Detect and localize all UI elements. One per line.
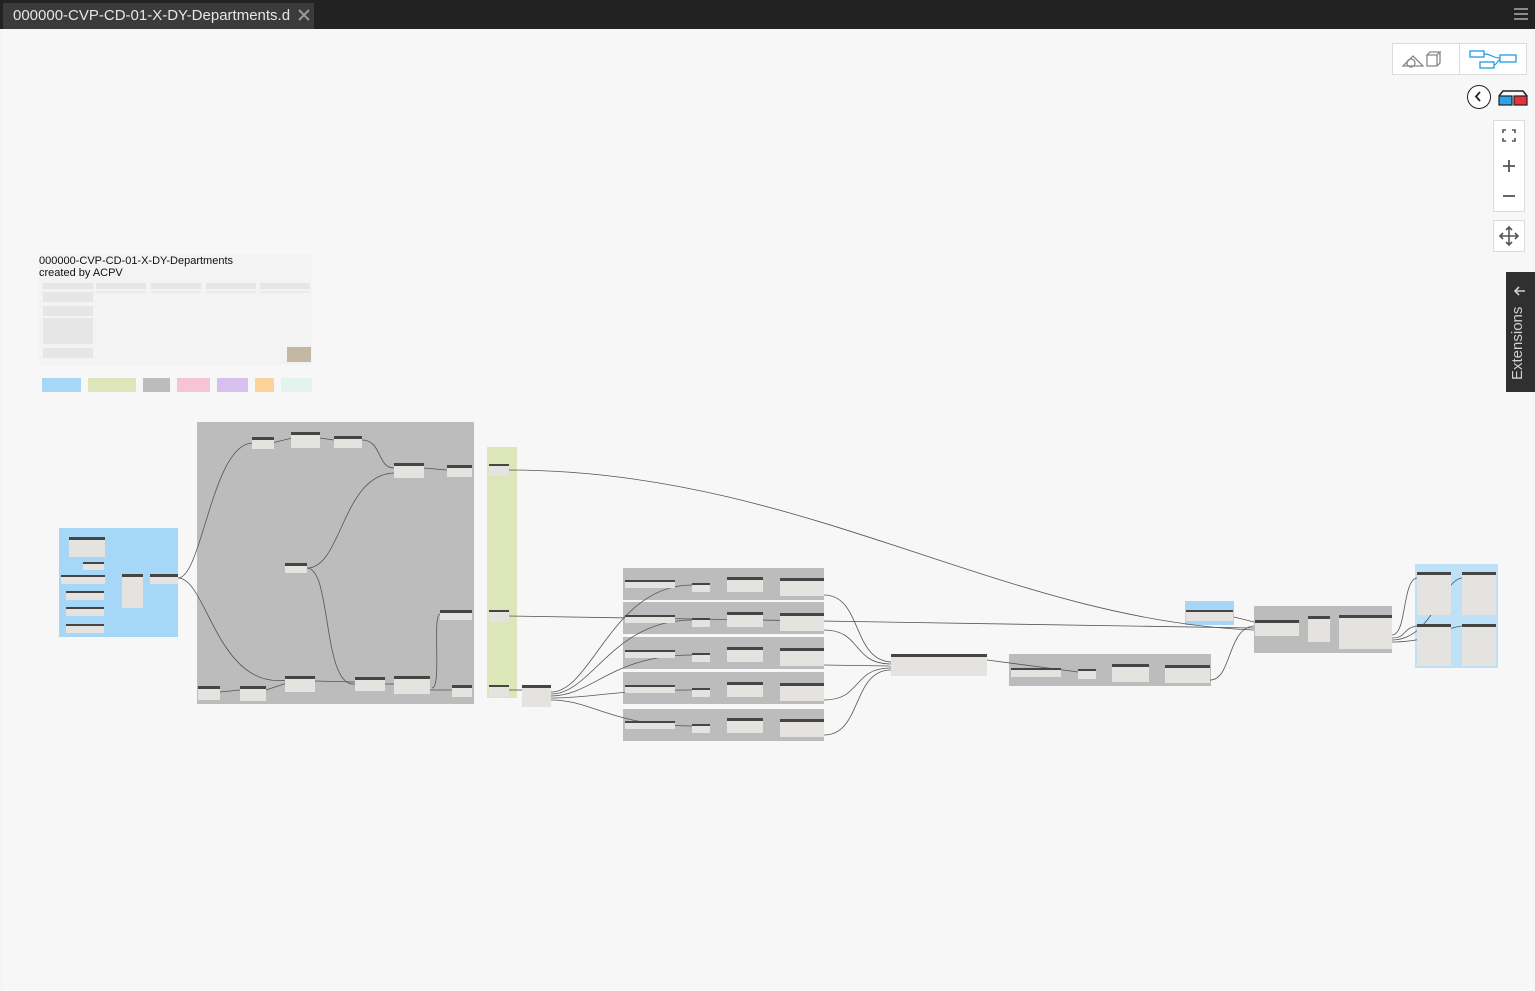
geometry-view-button[interactable] — [1393, 44, 1459, 74]
node-graph — [39, 255, 1498, 741]
processing-group[interactable] — [197, 422, 474, 704]
zoom-fit-button[interactable] — [1494, 121, 1524, 150]
pan-button[interactable] — [1493, 220, 1525, 252]
close-icon[interactable] — [296, 7, 312, 23]
graph-title: 000000-CVP-CD-01-X-DY-Departments — [39, 255, 234, 267]
workspace-canvas[interactable]: 000000-CVP-CD-01-X-DY-Departments create… — [2, 29, 1533, 991]
graph-nodes[interactable] — [61, 432, 1496, 737]
zoom-in-button[interactable] — [1494, 151, 1524, 180]
hamburger-menu-icon[interactable] — [1514, 7, 1528, 21]
zoom-controls — [1493, 120, 1525, 212]
legend-swatches — [42, 378, 312, 392]
conditions-group[interactable] — [487, 447, 517, 698]
file-tab[interactable]: 000000-CVP-CD-01-X-DY-Departments.d — [3, 3, 314, 29]
graph-title-note[interactable]: 000000-CVP-CD-01-X-DY-Departments create… — [39, 255, 233, 279]
title-bar: 000000-CVP-CD-01-X-DY-Departments.d — [0, 0, 1535, 29]
notes-panel — [39, 255, 312, 365]
file-tab-label: 000000-CVP-CD-01-X-DY-Departments.d — [13, 7, 291, 24]
3d-glasses-icon[interactable] — [1497, 88, 1529, 108]
extensions-tab[interactable]: Extensions — [1506, 272, 1535, 392]
zoom-fit-icon — [1502, 129, 1516, 142]
geometry-view-icon — [1401, 51, 1442, 68]
back-button[interactable] — [1467, 85, 1491, 109]
view-toggle — [1392, 43, 1527, 75]
graph-author: created by ACPV — [39, 267, 123, 279]
extensions-label: Extensions — [1509, 306, 1526, 380]
graph-view-button[interactable] — [1460, 44, 1526, 74]
zoom-out-icon — [1503, 195, 1515, 197]
arrow-left-icon — [1513, 286, 1525, 296]
zoom-out-button[interactable] — [1494, 181, 1524, 210]
graph-view-icon — [1469, 50, 1517, 69]
zoom-in-icon — [1503, 160, 1515, 172]
pan-icon — [1498, 225, 1520, 247]
view-divider — [1459, 44, 1460, 74]
chevron-left-icon — [1474, 91, 1481, 102]
